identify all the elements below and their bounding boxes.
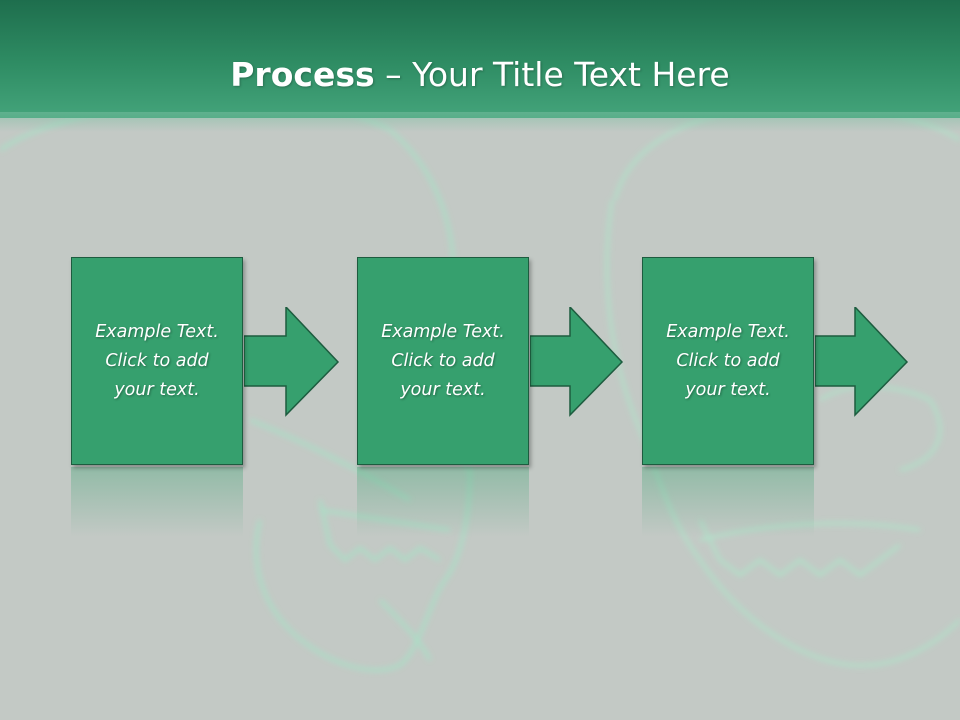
slide-title-rest: – Your Title Text Here xyxy=(374,55,730,94)
arrow-right-icon xyxy=(815,307,909,417)
step-2-reflection xyxy=(357,467,529,537)
step-1-reflection xyxy=(71,467,243,537)
slide-title[interactable]: Process – Your Title Text Here xyxy=(0,50,960,100)
step-box-1[interactable]: Example Text. Click to add your text. xyxy=(71,257,243,465)
title-bar-fade xyxy=(0,112,960,132)
step-3-reflection xyxy=(642,467,814,537)
step-box-3[interactable]: Example Text. Click to add your text. xyxy=(642,257,814,465)
arrow-right-icon xyxy=(244,307,340,417)
step-3-text[interactable]: Example Text. Click to add your text. xyxy=(666,321,790,400)
title-bar xyxy=(0,0,960,118)
step-1-text[interactable]: Example Text. Click to add your text. xyxy=(95,321,219,400)
arrow-right-icon xyxy=(530,307,624,417)
step-box-2[interactable]: Example Text. Click to add your text. xyxy=(357,257,529,465)
step-2-text[interactable]: Example Text. Click to add your text. xyxy=(381,321,505,400)
slide-title-bold: Process xyxy=(230,55,375,94)
